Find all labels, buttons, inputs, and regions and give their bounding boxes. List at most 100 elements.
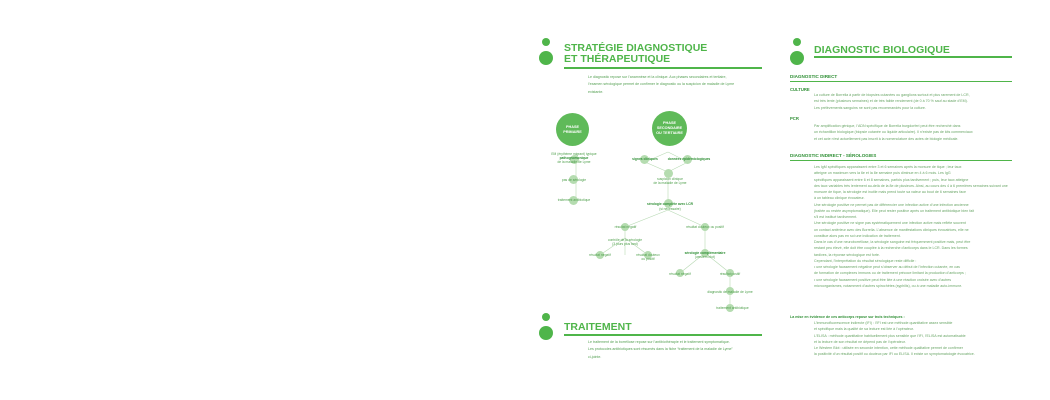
flow-dot: [569, 196, 578, 205]
indirect-line: Dans le cas d’une neuroborréliose, la sé…: [814, 240, 971, 244]
culture-text: La culture de Borrelia à partir de biops…: [814, 92, 1012, 111]
flow-dot: [726, 304, 734, 312]
phase-primary-line: PHASE: [565, 124, 580, 129]
flow-doubtful2-line: ou positif: [641, 257, 655, 262]
flow-em-line: pathognomonique: [559, 156, 589, 161]
flow-confirm: sérologie complémentaire (western blot): [676, 251, 734, 259]
flow-control: contrôle de la sérologie (3 jours plus t…: [597, 238, 653, 246]
flow-dot: [644, 251, 652, 259]
biology-title: DIAGNOSTIC BIOLOGIQUE: [814, 44, 950, 56]
methods-line: L’immunofluorescence indirecte (IFI) : l…: [814, 321, 953, 325]
treatment-intro-line: Les protocoles antibiotiques sont résumé…: [588, 347, 733, 352]
flow-dot: [596, 251, 604, 259]
flow-treatment: traitement antibiotique: [716, 306, 749, 310]
strategy-intro: Le diagnostic repose sur l’anamnèse et l…: [588, 74, 763, 96]
strategy-intro-line: existante.: [588, 89, 604, 94]
pcr-label: PCR: [790, 116, 799, 121]
marker-dot-small: [542, 38, 550, 46]
methods-line: et la lecture de son résultat ne dépend …: [814, 339, 906, 344]
indirect-line: de formation de complexes immuns ou de t…: [814, 271, 966, 276]
flow-em-line: de la maladie de Lyme: [557, 160, 591, 165]
direct-heading-rule: [790, 81, 1012, 82]
treatment-intro-line: ci-jointe.: [588, 354, 602, 359]
indirect-line: Les IgM spécifiques apparaissent entre 3…: [814, 165, 962, 169]
flow-serology-main: sérologie complète avec LCR: [647, 202, 693, 206]
flow-dot: [701, 223, 709, 231]
marker-dot-small: [542, 313, 550, 321]
flow-confirm-line: sérologie complémentaire: [684, 251, 726, 255]
phase-primary-line: PRIMAIRE: [563, 129, 582, 134]
flow-neg-result: résultat négatif: [614, 225, 637, 229]
flow-neg3: résultat négatif: [669, 272, 691, 276]
strategy-title-line2: ET THÉRAPEUTIQUE: [564, 53, 671, 65]
direct-heading: DIAGNOSTIC DIRECT: [790, 74, 838, 79]
flow-em-line: EM (érythème migrant) typique: [551, 152, 597, 156]
flow-dot: [570, 155, 579, 164]
flow-dot: [683, 155, 692, 164]
treatment-intro: Le traitement de la borréliose repose su…: [588, 339, 763, 361]
indirect-line: microorganismes, notamment d’autres spir…: [814, 283, 963, 288]
indirect-line: des taux variables très lentement au-del…: [814, 183, 1008, 188]
methods-line: et spécifique mais la qualité de sa lect…: [814, 327, 914, 332]
indirect-text: Les IgM spécifiques apparaissent entre 3…: [814, 164, 1012, 289]
pcr-text: Par amplification génique, l’ADN spécifi…: [814, 123, 1012, 142]
phase-secondary-line: OU TERTIAIRE: [656, 131, 683, 135]
culture-line: La culture de Borrelia à partir de biops…: [814, 93, 970, 97]
flow-dot: [569, 175, 578, 184]
indirect-heading: DIAGNOSTIC INDIRECT - SÉROLOGIES: [790, 153, 877, 158]
phase-secondary-line: PHASE: [662, 121, 677, 125]
indirect-line: s’il est institué tardivement.: [814, 215, 858, 219]
methods-heading: La mise en évidence de ces anticorps rep…: [790, 315, 905, 319]
marker-dot-large: [539, 51, 553, 65]
treatment-title: TRAITEMENT: [564, 321, 632, 333]
marker-dot-large: [790, 51, 804, 65]
culture-label: CULTURE: [790, 87, 810, 92]
indirect-line: • une sérologie faussement négative peut…: [814, 265, 960, 269]
treatment-intro-line: Le traitement de la borréliose repose su…: [588, 340, 730, 344]
marker-dot-large: [539, 326, 553, 340]
flow-suspicion: suspicion clinique de la maladie de Lyme: [645, 177, 695, 185]
methods-line: Le Western Blot : utilisée en seconde in…: [814, 346, 963, 350]
flow-no-serology: pas de sérologie: [561, 178, 587, 182]
strategy-intro-line: Le diagnostic repose sur l’anamnèse et l…: [588, 75, 727, 79]
flow-dot: [664, 199, 673, 208]
flow-control-line: contrôle de la sérologie: [607, 238, 643, 242]
indirect-line: un contact antérieur avec des Borrelia. …: [814, 227, 969, 232]
indirect-line: à un tableau clinique évocateur.: [814, 196, 865, 201]
flow-doubtful2-line: résultat douteux: [636, 253, 660, 257]
methods-line: la positivité d’un résultat positif ou d…: [814, 352, 975, 357]
biology-title-rule: [814, 56, 1012, 58]
flow-dot: [701, 249, 709, 257]
culture-line: est très lente (plusieurs semaines) et d…: [814, 99, 968, 104]
indirect-line: (traitée ou restée asymptomatique). Elle…: [814, 208, 975, 213]
methods-text: L’immunofluorescence indirecte (IFI) : l…: [814, 320, 1012, 358]
flow-em-label: EM (érythème migrant) typique pathognomo…: [545, 152, 603, 165]
flow-suspicion-line: suspicion clinique: [657, 177, 683, 181]
flow-clinical-signs: signes cliniques: [632, 157, 658, 161]
phase-secondary-node: PHASE SECONDAIRE OU TERTIAIRE: [652, 111, 687, 146]
pcr-line: un échantillon biologique (biopsie cutan…: [814, 130, 973, 135]
indirect-line: constitue alors pas en soi une indicatio…: [814, 233, 901, 238]
methods-line: L’ELISA : méthode quantitative habituell…: [814, 333, 966, 338]
flow-neg2: résultat négatif: [589, 253, 611, 257]
indirect-line: Une sérologie positive ne signe pas syst…: [814, 221, 966, 226]
flow-antibiotic: traitement antibiotique: [557, 198, 591, 202]
culture-line: Les prélèvements sanguins ne sont pas re…: [814, 105, 926, 110]
pcr-line: et cet acte n’est actuellement pas inscr…: [814, 136, 959, 141]
flow-dot: [664, 169, 673, 178]
indirect-line: • une sérologie faussement positive peut…: [814, 277, 952, 282]
flow-dot: [726, 269, 734, 277]
indirect-line: Cependant, l’interprétation du résultat …: [814, 258, 917, 263]
phase-secondary-line: SECONDAIRE: [656, 126, 683, 130]
indirect-line: Une sérologie positive ne permet pas de …: [814, 202, 969, 207]
pcr-line: Par amplification génique, l’ADN spécifi…: [814, 124, 961, 128]
flow-dot: [726, 287, 734, 295]
flow-serology-sub: (si nécessaire): [659, 207, 681, 211]
flow-pos3: résultat positif: [719, 272, 741, 276]
flow-dot: [640, 155, 649, 164]
strategy-intro-line: l’examen sérologique permet de confirmer…: [588, 82, 735, 87]
flow-confirm-line: (western blot): [695, 255, 715, 260]
flow-control-line: (3 jours plus tard): [612, 242, 638, 247]
strategy-title-line1: STRATÉGIE DIAGNOSTIQUE: [564, 42, 708, 54]
indirect-line: tardives, la réponse sérologique est for…: [814, 252, 880, 257]
